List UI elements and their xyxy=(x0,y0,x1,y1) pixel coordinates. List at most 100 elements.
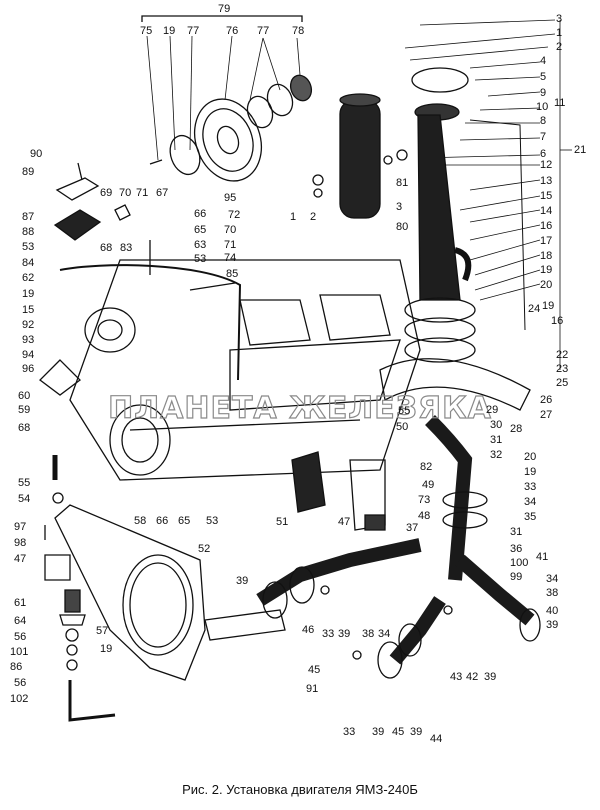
part-label: 65 xyxy=(178,515,190,527)
part-label: 25 xyxy=(556,377,568,389)
part-label: 31 xyxy=(490,434,502,446)
pulley-assembly xyxy=(149,74,313,182)
part-label: 3 xyxy=(556,13,562,25)
part-label: 84 xyxy=(22,257,34,269)
air-filter xyxy=(312,93,381,219)
part-label: 56 xyxy=(14,677,26,689)
part-label: 34 xyxy=(378,628,390,640)
part-label: 68 xyxy=(100,242,112,254)
part-label: 5 xyxy=(540,71,546,83)
part-label: 1 xyxy=(556,27,562,39)
support-bracket xyxy=(44,504,286,681)
part-label: 42 xyxy=(466,671,478,683)
part-label: 79 xyxy=(218,3,230,15)
exhaust-system xyxy=(256,415,541,679)
part-label: 39 xyxy=(372,726,384,738)
part-label: 96 xyxy=(22,363,34,375)
part-label: 46 xyxy=(302,624,314,636)
part-label: 9 xyxy=(540,87,546,99)
part-label: 24 xyxy=(528,303,540,315)
part-label: 63 xyxy=(194,239,206,251)
part-label: 70 xyxy=(119,187,131,199)
part-label: 20 xyxy=(524,451,536,463)
part-label: 40 xyxy=(546,605,558,617)
part-label: 13 xyxy=(540,175,552,187)
part-label: 53 xyxy=(22,241,34,253)
part-label: 50 xyxy=(396,421,408,433)
part-label: 43 xyxy=(450,671,462,683)
part-label: 23 xyxy=(556,363,568,375)
top-filter-cover xyxy=(53,162,131,241)
block-51 xyxy=(291,451,386,531)
drawing xyxy=(39,15,572,722)
part-label: 44 xyxy=(430,733,442,745)
part-label: 68 xyxy=(18,422,30,434)
part-label: 38 xyxy=(546,587,558,599)
part-label: 86 xyxy=(10,661,22,673)
part-label: 7 xyxy=(540,131,546,143)
part-label: 28 xyxy=(510,423,522,435)
part-label: 41 xyxy=(536,551,548,563)
part-label: 71 xyxy=(224,239,236,251)
part-label: 95 xyxy=(224,192,236,204)
part-label: 2 xyxy=(556,41,562,53)
part-label: 80 xyxy=(396,221,408,233)
part-label: 6 xyxy=(540,148,546,160)
part-label: 10 xyxy=(536,101,548,113)
part-label: 77 xyxy=(187,25,199,37)
part-label: 19 xyxy=(100,643,112,655)
part-label: 1 xyxy=(290,211,296,223)
part-label: 54 xyxy=(18,493,30,505)
part-label: 52 xyxy=(198,543,210,555)
part-label: 33 xyxy=(322,628,334,640)
part-label: 101 xyxy=(10,646,28,658)
part-label: 59 xyxy=(18,404,30,416)
engine-block xyxy=(39,240,421,481)
part-label: 38 xyxy=(362,628,374,640)
part-label: 66 xyxy=(194,208,206,220)
leader-lines xyxy=(146,19,572,370)
part-label: 29 xyxy=(486,404,498,416)
part-label: 55 xyxy=(398,405,410,417)
part-label: 39 xyxy=(236,575,248,587)
part-label: 33 xyxy=(343,726,355,738)
part-label: 19 xyxy=(22,288,34,300)
part-label: 45 xyxy=(392,726,404,738)
part-label: 98 xyxy=(14,537,26,549)
part-label: 81 xyxy=(396,177,408,189)
part-label: 49 xyxy=(422,479,434,491)
part-label: 89 xyxy=(22,166,34,178)
part-label: 35 xyxy=(524,511,536,523)
part-label: 34 xyxy=(524,496,536,508)
part-label: 74 xyxy=(224,252,236,264)
part-label: 66 xyxy=(156,515,168,527)
part-label: 56 xyxy=(14,631,26,643)
part-label: 39 xyxy=(338,628,350,640)
part-label: 39 xyxy=(546,619,558,631)
part-label: 19 xyxy=(163,25,175,37)
part-label: 102 xyxy=(10,693,28,705)
part-label: 58 xyxy=(134,515,146,527)
part-label: 61 xyxy=(14,597,26,609)
part-label: 91 xyxy=(306,683,318,695)
part-label: 33 xyxy=(524,481,536,493)
part-label: 90 xyxy=(30,148,42,160)
part-label: 15 xyxy=(540,190,552,202)
part-label: 82 xyxy=(420,461,432,473)
part-label: 53 xyxy=(206,515,218,527)
part-label: 37 xyxy=(406,522,418,534)
part-label: 78 xyxy=(292,25,304,37)
part-label: 39 xyxy=(410,726,422,738)
part-label: 3 xyxy=(396,201,402,213)
part-label: 48 xyxy=(418,510,430,522)
part-label: 27 xyxy=(540,409,552,421)
part-label: 26 xyxy=(540,394,552,406)
part-label: 16 xyxy=(551,315,563,327)
part-label: 55 xyxy=(18,477,30,489)
part-label: 99 xyxy=(510,571,522,583)
left-fasteners xyxy=(44,455,116,722)
part-label: 60 xyxy=(18,390,30,402)
part-label: 31 xyxy=(510,526,522,538)
part-label: 83 xyxy=(120,242,132,254)
part-label: 51 xyxy=(276,516,288,528)
